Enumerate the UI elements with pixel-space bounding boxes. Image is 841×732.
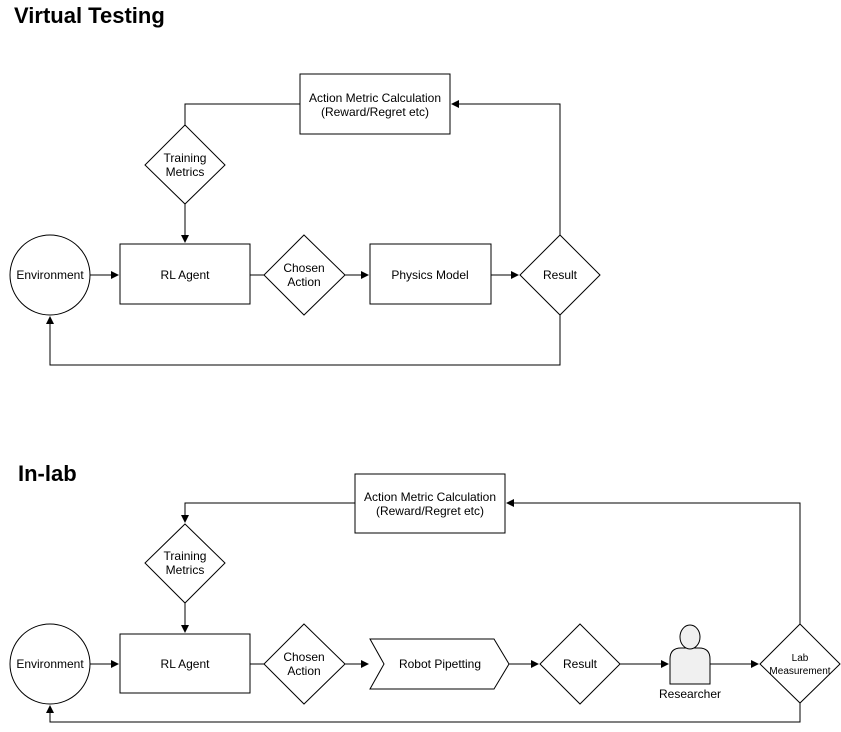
edge-result-to-action-metric	[451, 100, 561, 236]
chosen-action-label-line2: Action	[287, 275, 320, 289]
lab-rl-agent-label: RL Agent	[161, 657, 211, 671]
training-metrics-node: Training Metrics	[144, 124, 226, 205]
in-lab-diagram: Action Metric Calculation (Reward/Regret…	[9, 473, 841, 723]
lab-action-metric-label-line2: (Reward/Regret etc)	[376, 504, 484, 518]
section-title-virtual-testing: Virtual Testing	[14, 3, 165, 28]
lab-chosen-action-label-line1: Chosen	[283, 650, 324, 664]
lab-rl-agent-node: RL Agent	[119, 633, 251, 694]
physics-model-node: Physics Model	[369, 243, 492, 305]
edge-result-to-environment	[46, 315, 561, 366]
lab-environment-label: Environment	[16, 657, 84, 671]
researcher-label: Researcher	[659, 687, 721, 701]
lab-measurement-label-line1: Lab	[792, 653, 809, 664]
chosen-action-label-line1: Chosen	[283, 261, 324, 275]
robot-pipetting-node: Robot Pipetting	[369, 638, 510, 690]
chosen-action-node: Chosen Action	[263, 234, 346, 316]
robot-pipetting-label: Robot Pipetting	[399, 657, 481, 671]
action-metric-label-line2: (Reward/Regret etc)	[321, 105, 429, 119]
researcher-icon	[669, 624, 711, 685]
lab-result-label: Result	[563, 657, 598, 671]
lab-training-metrics-label-line1: Training	[164, 549, 207, 563]
lab-result-node: Result	[539, 623, 621, 705]
action-metric-label-line1: Action Metric Calculation	[309, 91, 441, 105]
lab-environment-node: Environment	[9, 623, 91, 705]
environment-node: Environment	[9, 234, 91, 316]
physics-model-label: Physics Model	[391, 268, 468, 282]
result-label: Result	[543, 268, 578, 282]
lab-chosen-action-node: Chosen Action	[263, 623, 346, 705]
edge-action-metric-to-training-metrics	[184, 103, 300, 125]
lab-action-metric-calculation-node: Action Metric Calculation (Reward/Regret…	[354, 473, 506, 534]
edge-lab-action-metric-to-training-metrics	[181, 502, 355, 523]
rl-agent-label: RL Agent	[161, 268, 211, 282]
section-title-in-lab: In-lab	[18, 461, 77, 486]
result-node: Result	[519, 234, 601, 316]
training-metrics-label-line1: Training	[164, 151, 207, 165]
edge-lab-measurement-to-action-metric	[506, 499, 801, 625]
lab-action-metric-label-line1: Action Metric Calculation	[364, 490, 496, 504]
lab-measurement-node: Lab Measurement	[759, 623, 841, 704]
lab-training-metrics-node: Training Metrics	[144, 523, 226, 604]
lab-training-metrics-label-line2: Metrics	[166, 563, 205, 577]
lab-chosen-action-label-line2: Action	[287, 664, 320, 678]
lab-measurement-label-line2: Measurement	[769, 666, 830, 677]
environment-label: Environment	[16, 268, 84, 282]
rl-agent-node: RL Agent	[119, 243, 251, 305]
virtual-testing-diagram: Action Metric Calculation (Reward/Regret…	[9, 73, 601, 366]
action-metric-calculation-node: Action Metric Calculation (Reward/Regret…	[299, 73, 451, 135]
researcher-node: Researcher	[659, 624, 721, 701]
edge-lab-measurement-to-environment	[46, 703, 801, 723]
training-metrics-label-line2: Metrics	[166, 165, 205, 179]
